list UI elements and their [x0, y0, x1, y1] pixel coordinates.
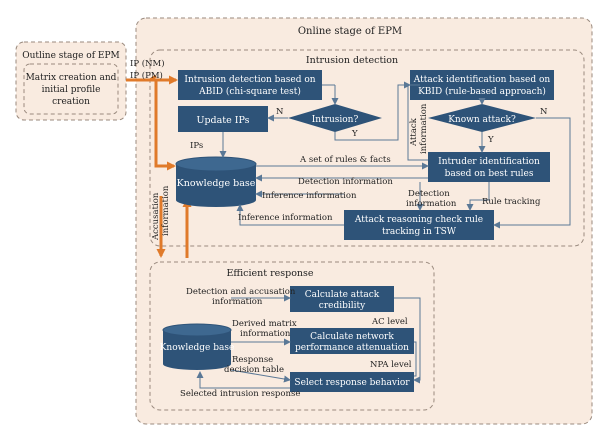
svg-text:Known attack?: Known attack? — [448, 115, 516, 125]
label-inference2: Inference information — [238, 213, 333, 223]
knowledge-base-cylinder: Knowledge base — [175, 156, 257, 207]
ip-nm-label: IP (NM) — [130, 58, 165, 69]
update-ips-box: Update IPs — [178, 106, 268, 132]
label-npa-level: NPA level — [370, 360, 412, 370]
svg-text:Intrusion?: Intrusion? — [312, 115, 359, 125]
outline-title: Outline stage of EPM — [22, 51, 120, 61]
svg-text:KBID (rule-based approach): KBID (rule-based approach) — [418, 86, 546, 97]
svg-text:ABID (chi-square test): ABID (chi-square test) — [198, 86, 301, 97]
online-title: Online stage of EPM — [298, 26, 402, 37]
svg-text:Select response behavior: Select response behavior — [294, 378, 410, 388]
kbid-box: Attack identification based on KBID (rul… — [410, 70, 554, 100]
label-detection: Detection information — [298, 177, 393, 187]
intrusion-title: Intrusion detection — [306, 55, 398, 66]
label-n2: N — [540, 107, 548, 117]
label-det-acc-1: Detection and accusation — [186, 287, 296, 297]
label-detection2-2: information — [406, 199, 457, 209]
knowledge-base-2-cylinder: Knowledge base — [160, 323, 235, 370]
svg-text:Knowledge base: Knowledge base — [160, 343, 235, 353]
label-attack-1: Attack — [409, 117, 419, 147]
intrusion-diamond: Intrusion? — [288, 104, 382, 132]
svg-text:Attack reasoning check rule: Attack reasoning check rule — [354, 215, 483, 225]
orange-flows — [126, 74, 192, 258]
label-attack-2: information — [419, 103, 429, 154]
label-y2: Y — [487, 135, 494, 145]
label-rule-tracking: Rule tracking — [482, 197, 541, 207]
label-selected: Selected intrusion response — [180, 389, 300, 399]
abid-box: Intrusion detection based on ABID (chi-s… — [178, 70, 322, 100]
response-title: Efficient response — [226, 268, 313, 279]
outline-stage: Outline stage of EPM Matrix creation and… — [15, 41, 127, 121]
outline-box-line3: creation — [52, 97, 90, 107]
label-ips: IPs — [190, 141, 203, 151]
known-attack-diamond: Known attack? — [428, 104, 536, 132]
ip-pm-label: IP (PM) — [130, 70, 163, 81]
label-resp-table-2: decision table — [224, 365, 284, 375]
label-accusation-2: information — [161, 185, 171, 236]
label-derived-2: information — [240, 329, 291, 339]
svg-text:credibility: credibility — [319, 301, 366, 311]
svg-text:Update IPs: Update IPs — [196, 115, 249, 126]
label-accusation-1: Accusation — [151, 192, 161, 241]
label-y1: Y — [351, 129, 358, 139]
label-inference1: Inference information — [262, 191, 357, 201]
label-detection2-1: Detection — [408, 189, 450, 199]
svg-text:Attack identification based on: Attack identification based on — [413, 75, 551, 85]
ip-pm-arrow — [150, 78, 176, 171]
edge-labels: N Y N Y IPs Attack information A set of … — [151, 103, 548, 399]
label-n1: N — [276, 107, 284, 117]
svg-text:Intruder identification: Intruder identification — [438, 157, 540, 167]
label-rules-facts: A set of rules & facts — [299, 155, 391, 165]
svg-text:Knowledge base: Knowledge base — [177, 178, 256, 189]
outline-box-line1: Matrix creation and — [26, 73, 117, 83]
svg-text:Calculate attack: Calculate attack — [305, 290, 380, 300]
credibility-box: Calculate attack credibility — [290, 286, 394, 312]
svg-text:tracking in TSW: tracking in TSW — [382, 227, 457, 237]
intruder-identification-box: Intruder identification based on best ru… — [428, 152, 550, 182]
svg-text:Intrusion detection based on: Intrusion detection based on — [184, 75, 315, 85]
outline-box-line2: initial profile — [42, 85, 101, 95]
npa-box: Calculate network performance attenuatio… — [290, 328, 414, 354]
tsw-box: Attack reasoning check rule tracking in … — [344, 210, 494, 240]
svg-text:Calculate network: Calculate network — [310, 332, 394, 342]
svg-text:performance attenuation: performance attenuation — [295, 343, 409, 353]
svg-text:based on best rules: based on best rules — [445, 169, 534, 179]
select-response-box: Select response behavior — [290, 372, 414, 392]
label-derived-1: Derived matrix — [232, 319, 297, 329]
connectors — [196, 81, 571, 389]
label-resp-table-1: Response — [232, 355, 273, 365]
label-det-acc-2: information — [212, 297, 263, 307]
label-ac-level: AC level — [371, 317, 408, 327]
